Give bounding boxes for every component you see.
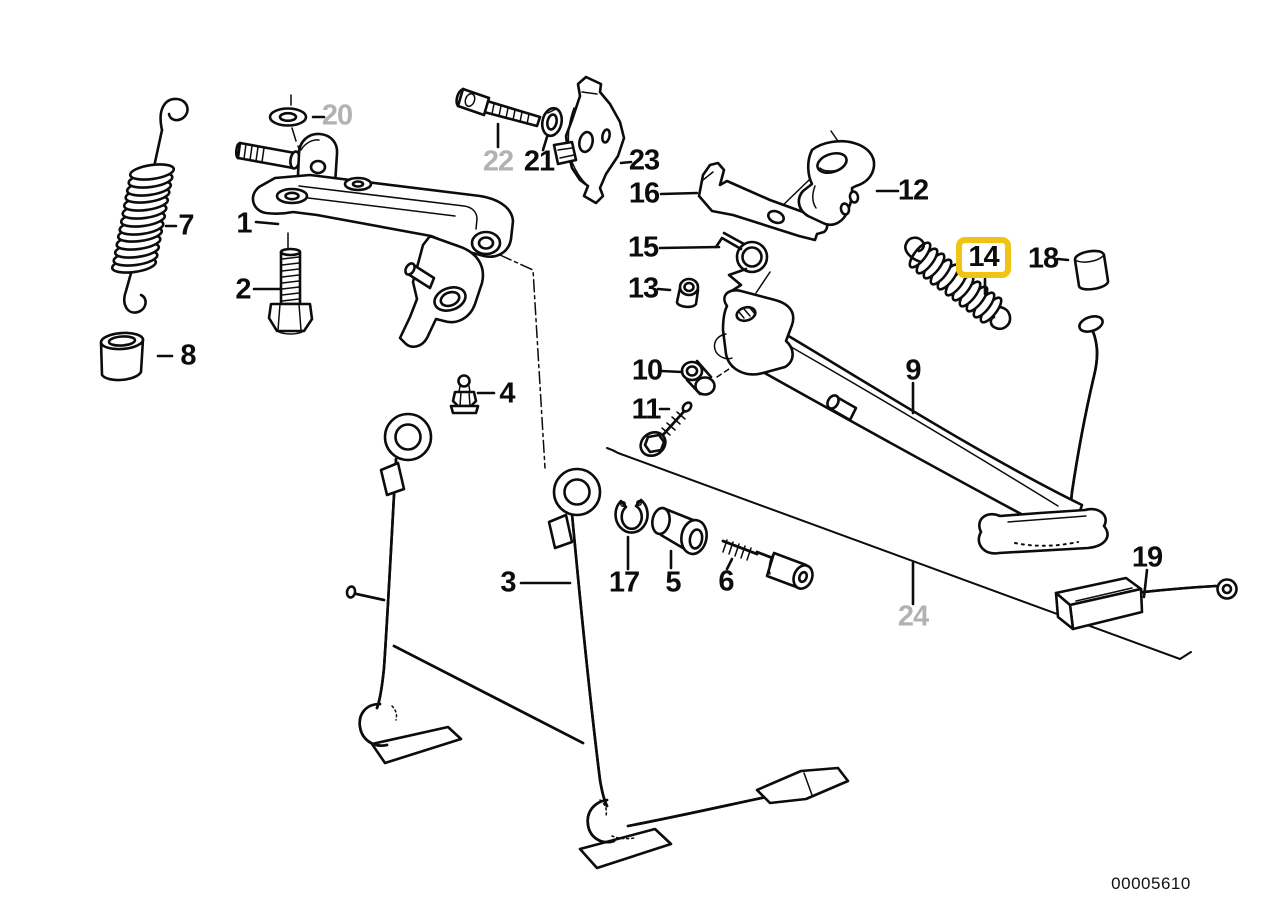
callout-12[interactable]: 12 [897,174,929,207]
part-14-spring [904,236,1012,331]
part-7-spring [110,97,189,314]
part-2-bolt [267,247,314,335]
part-11-screw [639,401,693,457]
callout-9[interactable]: 9 [905,354,921,387]
part-22-screw [455,87,542,128]
part-8-cap [99,331,145,382]
part-20-washer [268,107,308,127]
callout-2[interactable]: 2 [235,273,251,306]
part-6-bolt [721,539,814,590]
callout-5[interactable]: 5 [665,566,681,599]
callout-6[interactable]: 6 [718,565,734,598]
callout-20[interactable]: 20 [321,99,353,132]
callout-23[interactable]: 23 [628,144,660,177]
part-3-center-stand [345,412,850,870]
reference-lines [287,94,1192,660]
highlight-box[interactable]: 14 [956,237,1011,278]
callout-14[interactable]: 14 [968,241,999,273]
part-5-bushing [651,506,708,556]
part-12-bracket [797,139,876,227]
part-1-bracket [234,132,515,348]
part-18-cap [1073,249,1110,291]
callout-19[interactable]: 19 [1131,541,1163,574]
part-13-bushing [675,277,700,309]
callout-11[interactable]: 11 [631,393,662,426]
callout-21[interactable]: 21 [523,145,555,178]
part-10-bushing [680,359,716,396]
document-code: 00005610 [1111,874,1191,893]
callout-7[interactable]: 7 [178,209,194,242]
callout-8[interactable]: 8 [180,339,196,372]
callout-1[interactable]: 1 [236,207,252,240]
callout-10[interactable]: 10 [631,354,663,387]
callout-4[interactable]: 4 [499,377,515,410]
callout-3[interactable]: 3 [500,566,516,599]
callout-13[interactable]: 13 [627,272,659,305]
callout-22[interactable]: 22 [482,145,514,178]
part-9-side-stand [713,289,1109,555]
leader-lines [156,115,1149,606]
part-23-plate [552,75,626,205]
callout-15[interactable]: 15 [627,231,659,264]
part-21-washer [540,106,564,138]
part-17-circlip [614,498,649,534]
callout-17[interactable]: 17 [608,566,640,599]
part-19-bracket [1054,576,1238,631]
part-4-grease-nipple [449,374,480,415]
callout-18[interactable]: 18 [1027,242,1059,275]
frame-reference-line-24 [606,447,1181,660]
callout-16[interactable]: 16 [628,177,660,210]
callout-24[interactable]: 24 [897,600,929,633]
part-15-spring [714,231,769,294]
